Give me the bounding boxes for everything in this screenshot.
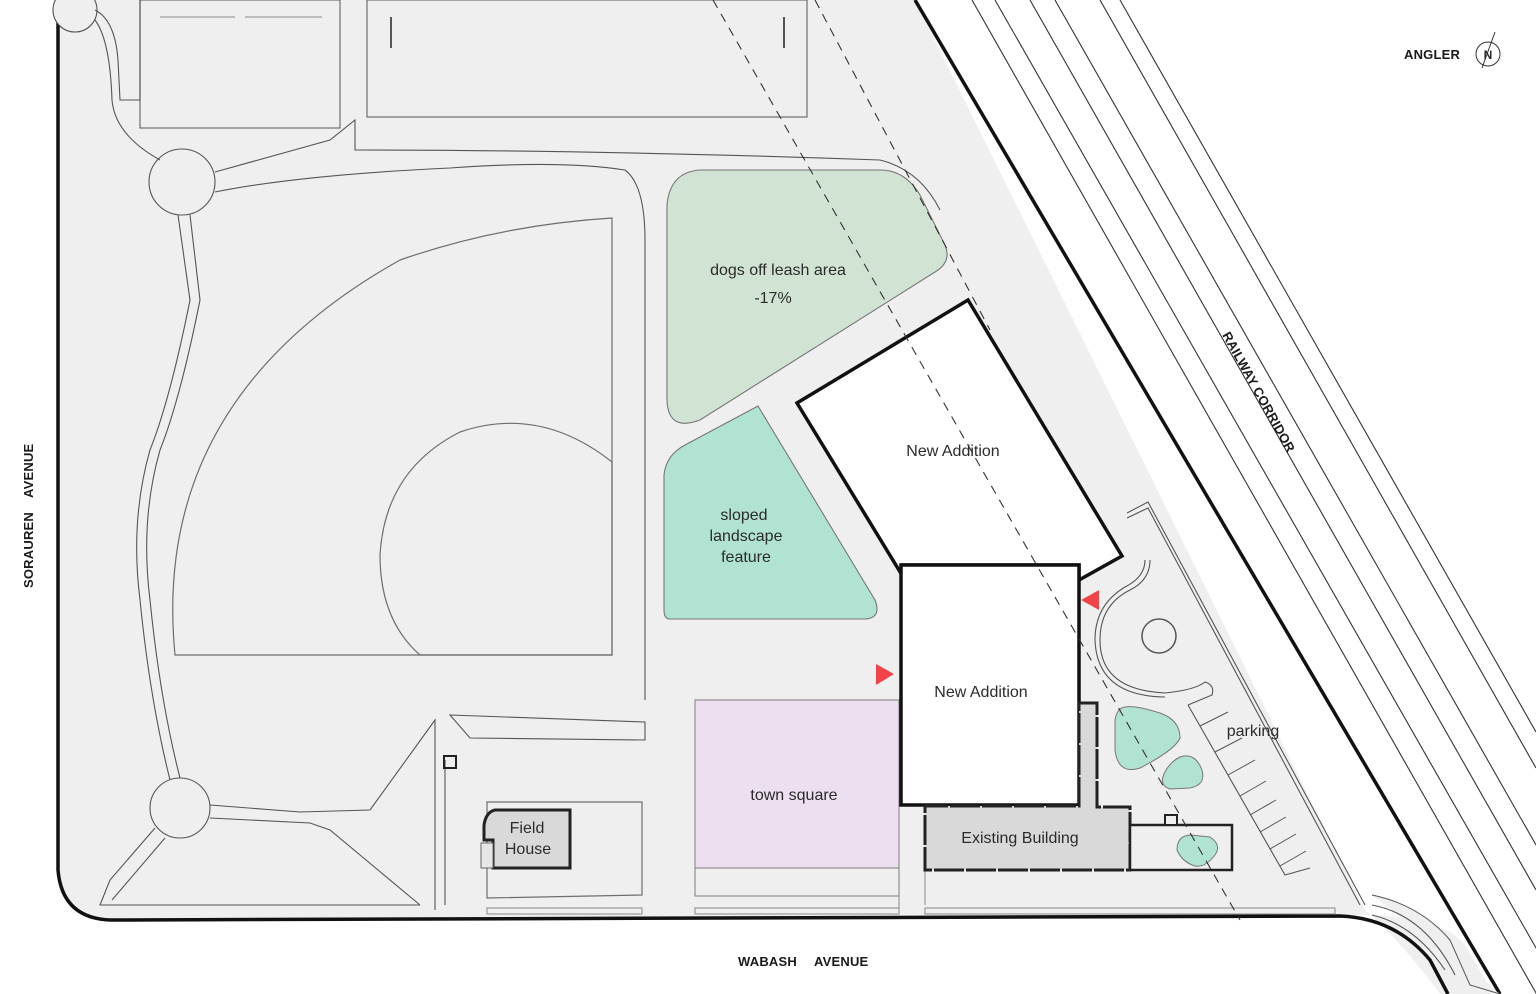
site-boundary-west xyxy=(56,0,1450,994)
parking-label: parking xyxy=(1227,723,1279,740)
planting-bed xyxy=(1161,755,1204,790)
entrance-marker-west xyxy=(876,664,894,685)
path xyxy=(94,0,141,101)
field-house[interactable] xyxy=(482,808,572,870)
sidewalk-strip xyxy=(694,907,900,915)
parking-stalls xyxy=(1199,711,1307,867)
street-label-sorauren: SORAUREN xyxy=(21,512,36,588)
dogs-off-leash-area[interactable] xyxy=(666,169,948,424)
entrance-marker-east xyxy=(1081,590,1099,610)
drop-off-loop xyxy=(1126,501,1366,906)
path xyxy=(448,714,646,741)
town-square[interactable] xyxy=(694,699,900,869)
path xyxy=(209,718,436,910)
north-symbol-text: N xyxy=(1484,48,1493,62)
field-house-label-1: Field xyxy=(510,820,545,837)
sidewalk-strip xyxy=(924,907,1336,915)
sloped-landscape-label-1: sloped xyxy=(720,507,767,524)
existing-building-label: Existing Building xyxy=(961,830,1078,847)
parking-curb xyxy=(1187,704,1311,876)
site-boundary-east xyxy=(913,0,1502,994)
street-label-railway-corridor: RAILWAY CORRIDOR xyxy=(1219,329,1298,455)
roundabout-south xyxy=(149,777,211,839)
path xyxy=(111,837,166,901)
town-square-label: town square xyxy=(750,787,837,804)
sloped-landscape-feature[interactable] xyxy=(663,405,878,620)
dashed-reference-line xyxy=(712,0,1241,921)
street-label-wabash: WABASH xyxy=(738,954,797,969)
road-curve-line-1 xyxy=(1371,904,1456,976)
field-house-label-2: House xyxy=(505,841,551,858)
path xyxy=(214,118,941,211)
existing-building-vent xyxy=(1164,814,1178,826)
railway-corridor-lines xyxy=(971,0,1536,994)
field-house-annex xyxy=(480,842,494,869)
dashed-reference-line xyxy=(814,0,991,331)
new-addition-north-label: New Addition xyxy=(906,443,999,460)
path xyxy=(209,817,421,906)
sloped-landscape-label-2: landscape xyxy=(710,528,783,545)
north-arrow-icon: N xyxy=(1475,31,1501,69)
north-label: ANGLER xyxy=(1404,47,1461,62)
baseball-outfield xyxy=(172,217,613,656)
path xyxy=(99,827,420,906)
street-label-sorauren-avenue: AVENUE xyxy=(21,443,36,498)
drop-off-arc-inner xyxy=(1094,559,1166,698)
site-marker-square xyxy=(443,755,457,769)
path xyxy=(214,163,646,700)
drop-off-circle xyxy=(1141,618,1177,654)
sloped-landscape-label-3: feature xyxy=(721,549,771,566)
path xyxy=(146,214,201,779)
planting-bed xyxy=(1114,706,1181,770)
new-addition-south[interactable] xyxy=(899,563,1081,807)
new-addition-south-label: New Addition xyxy=(934,684,1027,701)
path xyxy=(94,19,161,161)
baseball-infield xyxy=(379,422,613,656)
path xyxy=(136,214,191,781)
roundabout-top-left xyxy=(52,0,98,33)
street-label-wabash-avenue: AVENUE xyxy=(814,954,869,969)
dogs-off-leash-label: dogs off leash area xyxy=(710,262,846,279)
town-square-paving xyxy=(694,867,900,897)
dogs-off-leash-slope: -17% xyxy=(754,290,791,307)
sidewalk-strip xyxy=(486,907,643,915)
roundabout-north xyxy=(148,148,216,216)
drop-off-arc xyxy=(1099,559,1214,706)
drop-off-loop-inner xyxy=(1126,507,1361,906)
planting-bed xyxy=(1176,834,1219,867)
top-field-right xyxy=(366,0,808,118)
road-curve-line-2 xyxy=(1371,914,1446,971)
